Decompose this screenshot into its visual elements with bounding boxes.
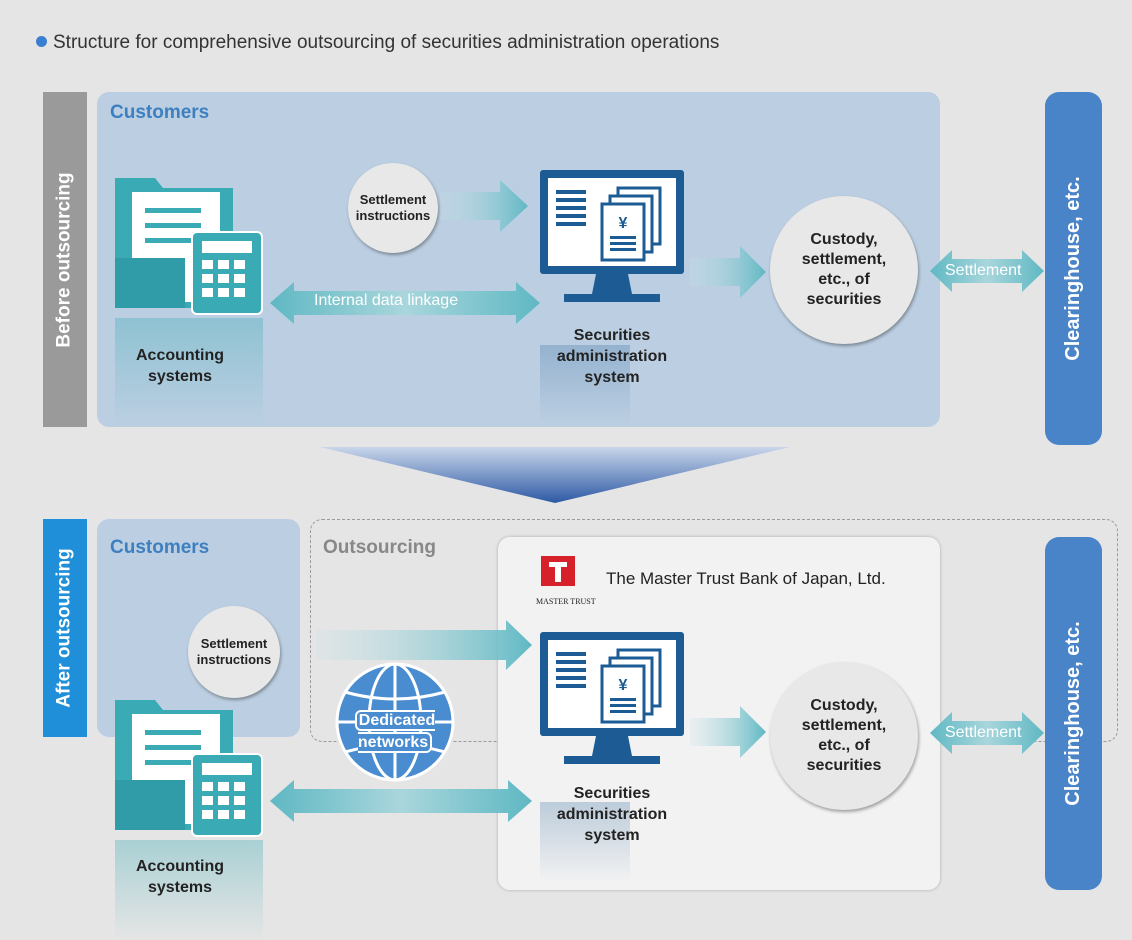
- master-trust-logo-icon: [541, 556, 575, 586]
- before-settlement-label: Settlement: [945, 262, 1022, 279]
- dedicated-networks-label: Dedicated networks: [338, 710, 452, 754]
- monitor-document-icon: ¥: [540, 632, 684, 882]
- after-data-link-arrow-icon: [270, 780, 532, 822]
- bullet-dot-icon: [36, 36, 47, 47]
- before-accounting-label: Accounting systems: [136, 347, 224, 385]
- before-internal-link-label: Internal data linkage: [314, 292, 459, 309]
- before-customers-title: Customers: [110, 102, 210, 123]
- transition-arrow-icon: [320, 447, 790, 503]
- before-internal-link-arrow-icon: [270, 282, 540, 324]
- svg-text:¥: ¥: [619, 215, 628, 232]
- after-clearinghouse: Clearinghouse, etc.: [1045, 537, 1102, 890]
- before-instruction-arrow-icon: [440, 180, 528, 232]
- before-clearinghouse: Clearinghouse, etc.: [1045, 92, 1102, 445]
- bank-name: The Master Trust Bank of Japan, Ltd.: [606, 569, 886, 588]
- folder-calculator-icon: [115, 178, 263, 428]
- after-settlement-label: Settlement: [945, 724, 1022, 741]
- folder-calculator-icon: [115, 700, 263, 940]
- before-sec-admin-label: Securities administration system: [556, 327, 668, 386]
- after-settlement-instructions: Settlement instructions: [188, 606, 280, 698]
- svg-text:¥: ¥: [619, 677, 628, 694]
- outsourcing-title: Outsourcing: [323, 537, 436, 558]
- before-settlement-instructions: Settlement instructions: [348, 163, 438, 253]
- after-sec-admin-label: Securities administration system: [556, 785, 668, 844]
- before-outsourcing-label: Before outsourcing: [43, 92, 87, 427]
- after-accounting-label: Accounting systems: [136, 858, 224, 896]
- before-custody-circle: Custody, settlement, etc., of securities: [770, 196, 918, 344]
- monitor-document-icon: ¥: [540, 170, 684, 425]
- after-custody-circle: Custody, settlement, etc., of securities: [770, 662, 918, 810]
- after-settlement-arrow-icon: [930, 712, 1044, 754]
- before-admin-to-custody-arrow-icon: [690, 246, 766, 298]
- after-admin-to-custody-arrow-icon: [690, 706, 766, 758]
- before-settlement-arrow-icon: [930, 250, 1044, 292]
- after-outsourcing-label: After outsourcing: [43, 519, 87, 737]
- logo-caption: MASTER TRUST: [536, 597, 596, 606]
- diagram-title: Structure for comprehensive outsourcing …: [36, 32, 719, 54]
- after-customers-title: Customers: [110, 537, 210, 558]
- after-instruction-arrow-icon: [316, 620, 532, 670]
